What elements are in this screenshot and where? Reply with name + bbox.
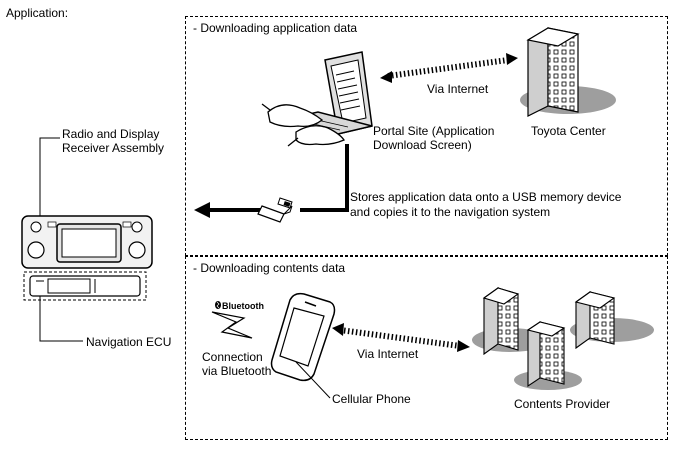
section-title-contents: - Downloading contents data bbox=[193, 261, 346, 275]
arrowhead-right-bottom-icon bbox=[457, 340, 470, 352]
navigation-ecu bbox=[23, 271, 147, 301]
connection-label-line2: via Bluetooth bbox=[202, 364, 272, 378]
toyota-center-label: Toyota Center bbox=[531, 124, 606, 138]
arrow-left-icon bbox=[194, 202, 210, 218]
via-internet-top-label: Via Internet bbox=[427, 82, 489, 96]
radio-label-line1: Radio and Display bbox=[62, 127, 160, 141]
nav-ecu-label: Navigation ECU bbox=[86, 335, 172, 349]
contents-provider-buildings bbox=[472, 286, 654, 390]
arrowhead-left-icon bbox=[380, 71, 392, 83]
contents-download-panel bbox=[185, 256, 668, 440]
section-title-app: - Downloading application data bbox=[193, 21, 358, 35]
cellular-phone bbox=[270, 292, 336, 382]
stores-label-line2: and copies it to the navigation system bbox=[350, 205, 551, 219]
portal-label-line1: Portal Site (Application bbox=[373, 124, 495, 138]
arrowhead-left-bottom-icon bbox=[332, 323, 344, 336]
toyota-center-building bbox=[520, 26, 616, 117]
connection-label-line1: Connection bbox=[202, 350, 263, 364]
internet-link-bottom bbox=[339, 327, 461, 349]
cellular-phone-label: Cellular Phone bbox=[332, 392, 411, 406]
laptop-illustration bbox=[261, 51, 373, 147]
usb-memory-icon bbox=[257, 197, 293, 223]
arrowhead-right-icon bbox=[506, 53, 518, 65]
internet-link-top bbox=[387, 57, 509, 79]
contents-provider-label: Contents Provider bbox=[514, 397, 611, 411]
portal-label-line2: Download Screen) bbox=[373, 138, 472, 152]
bluetooth-logo-text: Bluetooth bbox=[222, 301, 264, 311]
stores-label-line1: Stores application data onto a USB memor… bbox=[350, 190, 622, 204]
data-flow-line bbox=[300, 144, 349, 212]
phone-leader-line bbox=[295, 361, 331, 399]
bluetooth-lightning-icon bbox=[211, 311, 253, 339]
bluetooth-logo-icon bbox=[215, 301, 221, 309]
via-internet-bottom-label: Via Internet bbox=[357, 347, 419, 361]
radio-display-unit bbox=[21, 215, 153, 269]
radio-label-line2: Receiver Assembly bbox=[62, 141, 165, 155]
diagram-heading: Application: bbox=[6, 6, 69, 20]
app-download-panel bbox=[185, 16, 668, 256]
